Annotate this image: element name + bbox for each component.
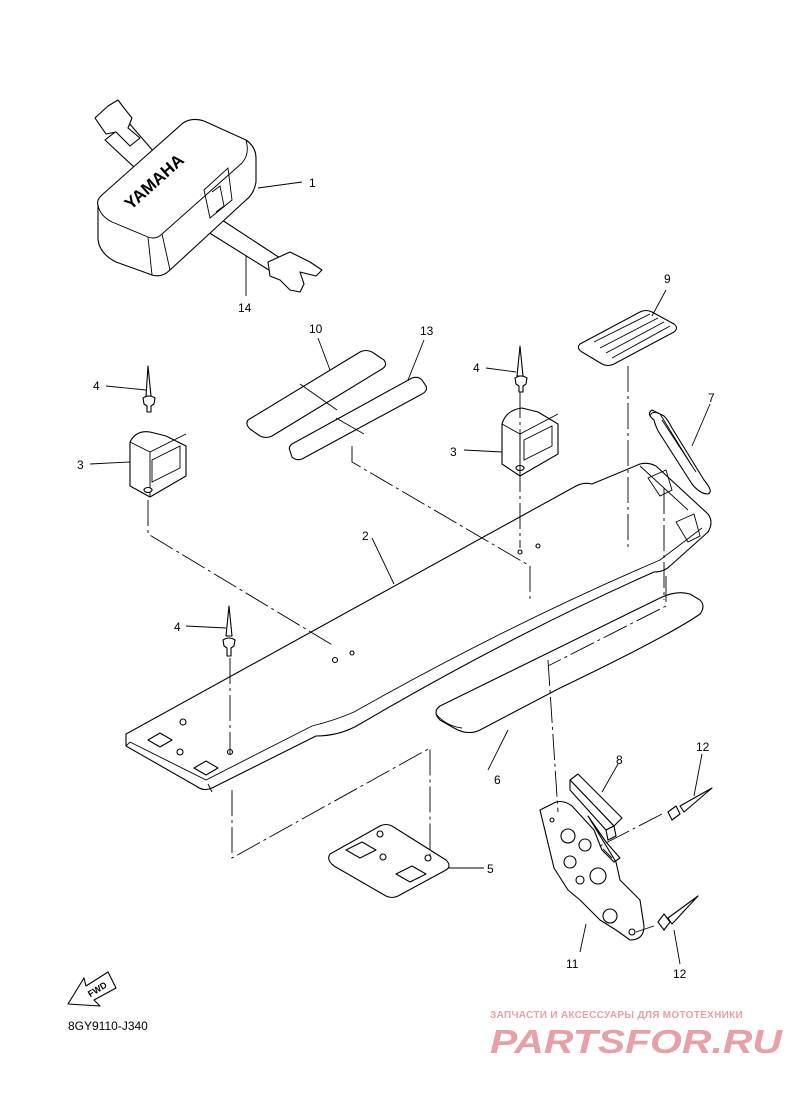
watermark-caption: ЗАПЧАСТИ И АКСЕССУАРЫ ДЛЯ МОТОТЕХНИКИ <box>490 1010 743 1021</box>
callout-8: 8 <box>616 753 623 767</box>
rivet-12-lower <box>657 895 699 931</box>
main-plate <box>125 462 712 793</box>
assembly-lines <box>147 366 667 933</box>
pad-6 <box>435 592 704 734</box>
callout-13: 13 <box>420 324 434 338</box>
rivet-right <box>514 345 528 393</box>
callout-3-right: 3 <box>450 445 457 459</box>
decal-13 <box>288 376 428 461</box>
callout-5: 5 <box>487 862 494 876</box>
clip-7 <box>648 409 711 495</box>
callout-6: 6 <box>494 773 501 787</box>
diagram-code: 8GY9110-J340 <box>68 1019 148 1033</box>
grip-pad <box>577 309 678 367</box>
watermark-logo-text: PARTSFOR.RU <box>490 1023 783 1059</box>
bag-body <box>97 118 257 277</box>
block-8 <box>569 773 623 841</box>
callout-10: 10 <box>309 322 323 336</box>
watermark-logo: PARTSFOR.RU <box>490 1023 783 1059</box>
callout-12-lower: 12 <box>673 967 687 981</box>
callout-1: 1 <box>309 176 316 190</box>
fwd-arrow: FWD <box>67 971 117 1007</box>
decals <box>246 349 428 461</box>
strap-bottom-buckle <box>267 251 323 293</box>
bracket-left <box>129 431 187 498</box>
bracket-right <box>501 407 559 477</box>
grip-pad-9 <box>577 309 678 367</box>
callout-4-left: 4 <box>93 379 100 393</box>
callouts: 1 14 10 13 9 7 4 3 4 3 2 4 6 5 8 12 11 1… <box>77 176 715 981</box>
callout-3-left: 3 <box>77 458 84 472</box>
callout-11: 11 <box>566 957 579 971</box>
callout-7: 7 <box>708 391 715 405</box>
plate-5 <box>328 823 450 899</box>
bag-assembly: YAMAHA <box>94 99 323 293</box>
callout-4-right: 4 <box>473 361 480 375</box>
callout-4-lower: 4 <box>174 620 181 634</box>
rivet-lower <box>222 605 236 657</box>
callout-12-upper: 12 <box>696 740 710 754</box>
end-bracket-11 <box>539 800 645 941</box>
callout-2: 2 <box>362 529 369 543</box>
decal-10 <box>246 349 387 439</box>
strap-top-buckle <box>94 99 141 147</box>
callout-14: 14 <box>238 301 252 315</box>
rivet-left <box>142 365 156 413</box>
rivet-12-upper <box>667 787 713 821</box>
leader-lines <box>89 181 711 965</box>
callout-9: 9 <box>664 272 671 286</box>
